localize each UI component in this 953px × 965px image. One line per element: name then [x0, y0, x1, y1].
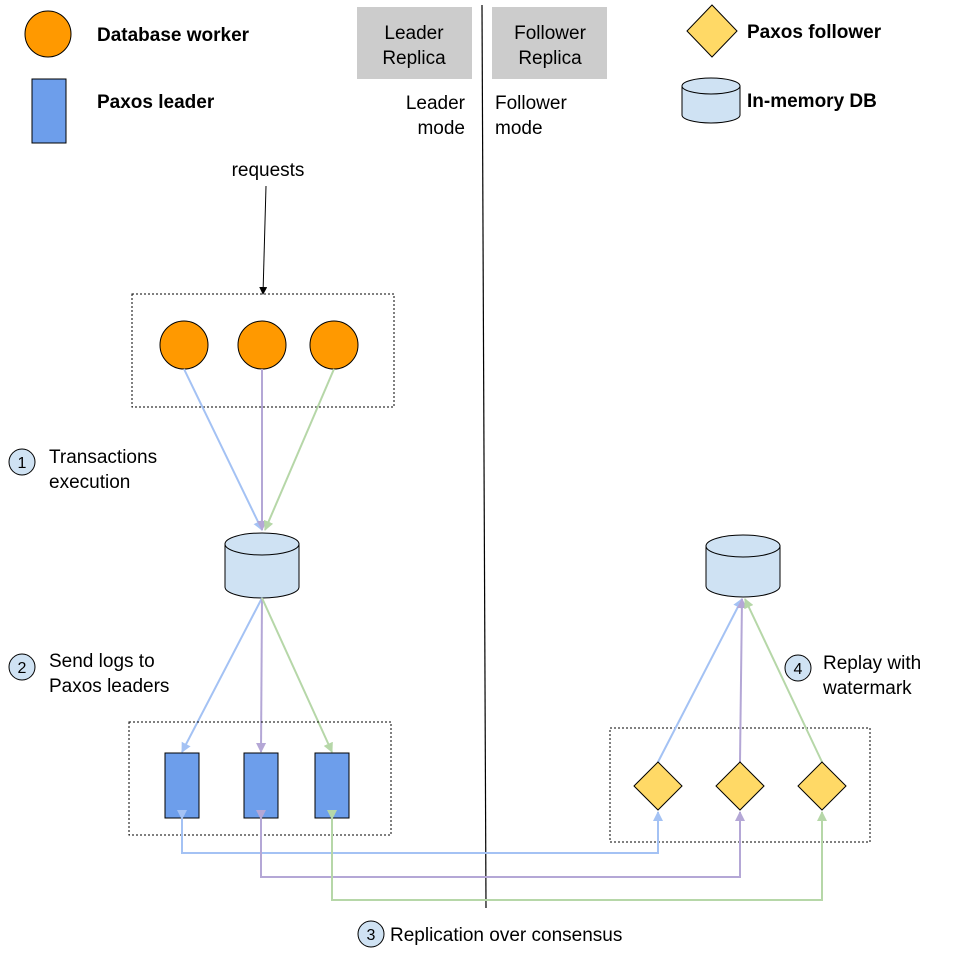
paxos-leader: [164, 752, 200, 819]
paxos-follower: [715, 761, 765, 811]
follower-to-db-arrow-blue: [657, 598, 743, 763]
paxos-follower-legend-label: Paxos follower: [747, 22, 882, 43]
step-2-badge: [8, 653, 36, 681]
replication-link-purple: [256, 810, 745, 878]
step-4-number: 4: [794, 661, 803, 678]
follower-replica-label-line1: Follower: [514, 23, 586, 44]
step-1-label-line1: Transactions: [49, 447, 157, 468]
step-3: 3 Replication over consensus: [357, 920, 622, 948]
paxos-follower: [633, 761, 683, 811]
step-4: 4 Replay with watermark: [784, 653, 921, 699]
database-worker-legend-label: Database worker: [97, 25, 250, 46]
follower-replica-label-line2: Replica: [518, 48, 582, 69]
leader-in-memory-db: [224, 532, 300, 599]
paxos-leader: [243, 752, 279, 819]
legend: Database worker Paxos leader Paxos follo…: [24, 4, 882, 144]
step-3-label: Replication over consensus: [390, 925, 622, 946]
replica-header: Leader Replica Follower Replica Leader m…: [357, 7, 607, 139]
leader-replica-box: [357, 7, 472, 79]
paxos-leader-legend-label: Paxos leader: [97, 92, 215, 113]
replication-link-green: [327, 810, 827, 901]
step-1-badge: [8, 448, 36, 476]
database-worker: [159, 320, 209, 370]
follower-mode-label-line1: Follower: [495, 93, 567, 114]
db-to-leader-arrow-blue: [181, 597, 263, 753]
leader-follower-divider: [481, 4, 487, 909]
follower-to-db-arrow-purple: [736, 598, 747, 763]
follower-mode-label-line2: mode: [495, 118, 543, 139]
replication-link-blue: [177, 810, 663, 854]
requests-arrow: [259, 185, 268, 295]
database-worker: [237, 320, 287, 370]
step-4-label-line2: watermark: [822, 678, 912, 699]
step-1-label-line2: execution: [49, 472, 130, 493]
leader-replica-label-line2: Replica: [382, 48, 446, 69]
step-2-number: 2: [18, 660, 27, 677]
db-to-leader-arrow-purple: [256, 597, 267, 753]
db-to-leader-arrow-green: [261, 597, 333, 753]
step-4-label-line1: Replay with: [823, 653, 921, 674]
paxos-follower: [797, 761, 847, 811]
paxos-follower-legend-icon: [686, 4, 738, 58]
database-worker: [309, 320, 359, 370]
follower-in-memory-db: [705, 534, 781, 598]
paxos-leader: [314, 752, 350, 819]
step-3-badge: [357, 920, 385, 948]
step-2-label-line1: Send logs to: [49, 651, 155, 672]
follower-to-db-arrow-green: [744, 598, 823, 763]
requests-label: requests: [232, 160, 305, 181]
step-2: 2 Send logs to Paxos leaders: [8, 651, 169, 697]
leader-replica-label-line1: Leader: [384, 23, 444, 44]
database-worker-legend-icon: [24, 10, 72, 58]
worker-to-db-arrow-green: [263, 368, 335, 531]
step-1-number: 1: [18, 455, 27, 472]
step-2-label-line2: Paxos leaders: [49, 676, 169, 697]
step-3-number: 3: [367, 927, 376, 944]
leader-mode-label-line2: mode: [417, 118, 465, 139]
in-memory-db-legend-icon: [681, 77, 741, 124]
leader-mode-label-line1: Leader: [406, 93, 466, 114]
follower-replica-box: [492, 7, 607, 79]
step-1: 1 Transactions execution: [8, 447, 157, 493]
step-4-badge: [784, 654, 812, 682]
in-memory-db-legend-label: In-memory DB: [747, 91, 877, 112]
worker-to-db-arrow-blue: [183, 368, 263, 531]
paxos-leader-legend-icon: [31, 78, 67, 144]
